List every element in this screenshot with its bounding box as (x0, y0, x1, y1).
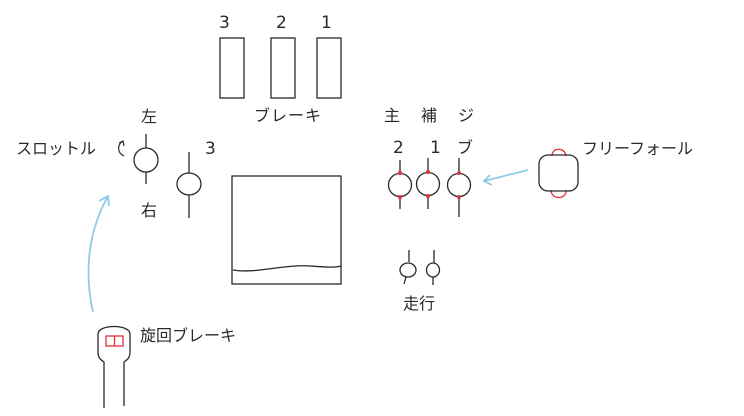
brake-number-1: 1 (321, 13, 332, 33)
hoist-number-1: 1 (430, 138, 441, 158)
hoist-jib-header-2: ブ (457, 138, 474, 157)
brake-label: ブレーキ (254, 106, 323, 125)
arrow-free-fall-to-jib (483, 169, 529, 182)
hoist-lever-jib[interactable] (446, 158, 472, 217)
hoist-aux-header: 補 (421, 106, 438, 125)
brake-pedal-2[interactable] (270, 37, 296, 99)
arrowhead-free-fall (482, 174, 493, 186)
hoist-jib-header: ジ (458, 106, 475, 125)
free-fall-label: フリーフォール (582, 139, 694, 158)
brake-pedal-3[interactable] (219, 37, 245, 99)
swing-left-label: 左 (141, 107, 158, 126)
throttle-label: スロットル (16, 139, 97, 158)
swing-brake-label: 旋回ブレーキ (140, 326, 237, 345)
arrow-swing-brake-to-throttle (87, 195, 109, 313)
hoist-levers (387, 158, 472, 217)
free-fall-pedal[interactable] (538, 148, 579, 199)
brake-pedal-1[interactable] (316, 37, 342, 99)
hoist-number-2: 2 (393, 138, 404, 158)
travel-levers[interactable] (399, 250, 441, 285)
hoist-lever-aux[interactable] (415, 158, 441, 209)
brake-number-2: 2 (276, 13, 287, 33)
hoist-lever-main[interactable] (387, 160, 413, 209)
brake-number-3: 3 (219, 13, 230, 33)
swing-right-label: 右 (141, 201, 158, 220)
brake-pedals (219, 37, 342, 99)
lever-3-number: 3 (205, 139, 216, 159)
travel-label: 走行 (403, 294, 436, 313)
hoist-main-header: 主 (384, 106, 401, 125)
arrowhead-swing-brake (98, 194, 110, 207)
swing-brake-pedal[interactable] (97, 325, 131, 409)
lever-3[interactable] (176, 152, 202, 218)
central-console (231, 175, 342, 285)
swing-throttle-lever[interactable] (133, 134, 159, 184)
